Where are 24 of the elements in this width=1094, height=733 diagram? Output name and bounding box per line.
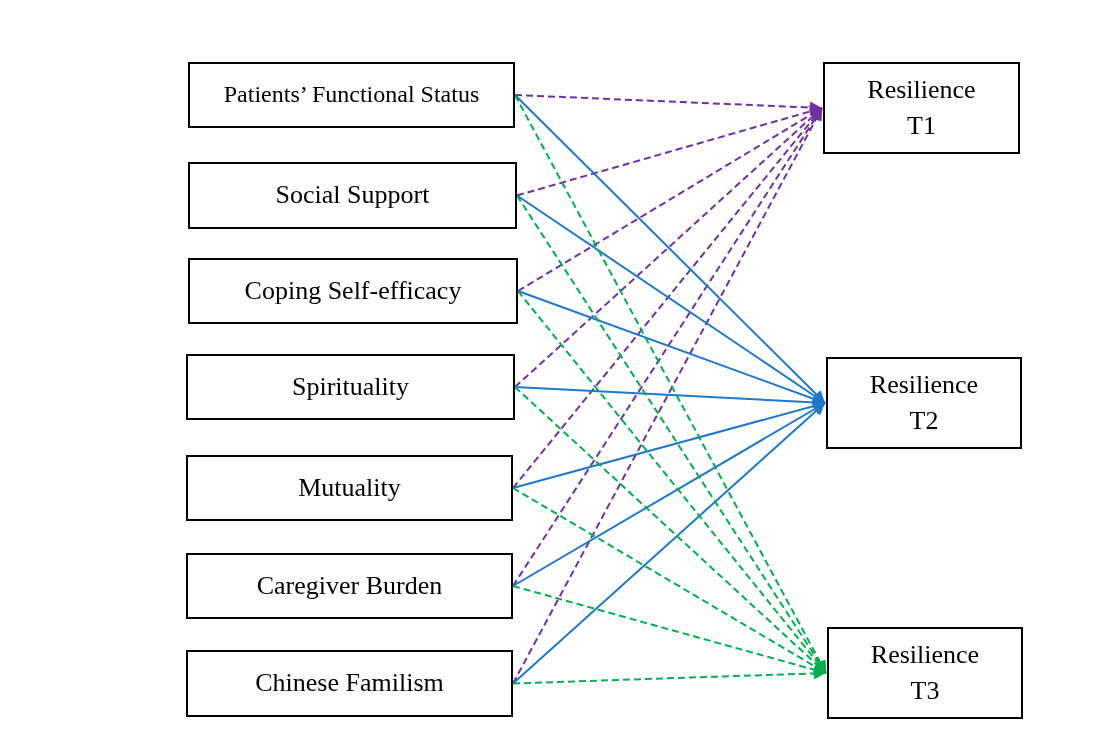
box-label: Resilience T1 — [866, 73, 977, 142]
box-label: Mutuality — [298, 471, 401, 504]
box-label: Patients’ Functional Status — [223, 80, 480, 110]
box-label: Social Support — [275, 179, 430, 212]
outcome-box — [823, 62, 1020, 154]
arrow — [517, 107, 823, 292]
predictor-box — [188, 162, 517, 229]
arrow — [512, 402, 826, 587]
box-label: Spirituality — [292, 370, 409, 403]
predictor-box — [188, 62, 515, 128]
outcome-box — [826, 357, 1022, 449]
predictor-box — [186, 455, 513, 521]
box-label: Caregiver Burden — [256, 569, 443, 602]
arrow — [516, 194, 826, 404]
predictor-box — [188, 258, 518, 324]
box-label: Resilience T2 — [868, 368, 980, 437]
arrow — [512, 667, 827, 685]
predictor-box — [186, 354, 515, 420]
predictor-box — [186, 553, 513, 619]
outcome-box — [827, 627, 1023, 719]
box-label: Chinese Familism — [255, 667, 444, 700]
box-label: Resilience T3 — [869, 638, 981, 707]
predictor-box — [186, 650, 513, 717]
box-label: Coping Self-efficacy — [244, 274, 462, 307]
